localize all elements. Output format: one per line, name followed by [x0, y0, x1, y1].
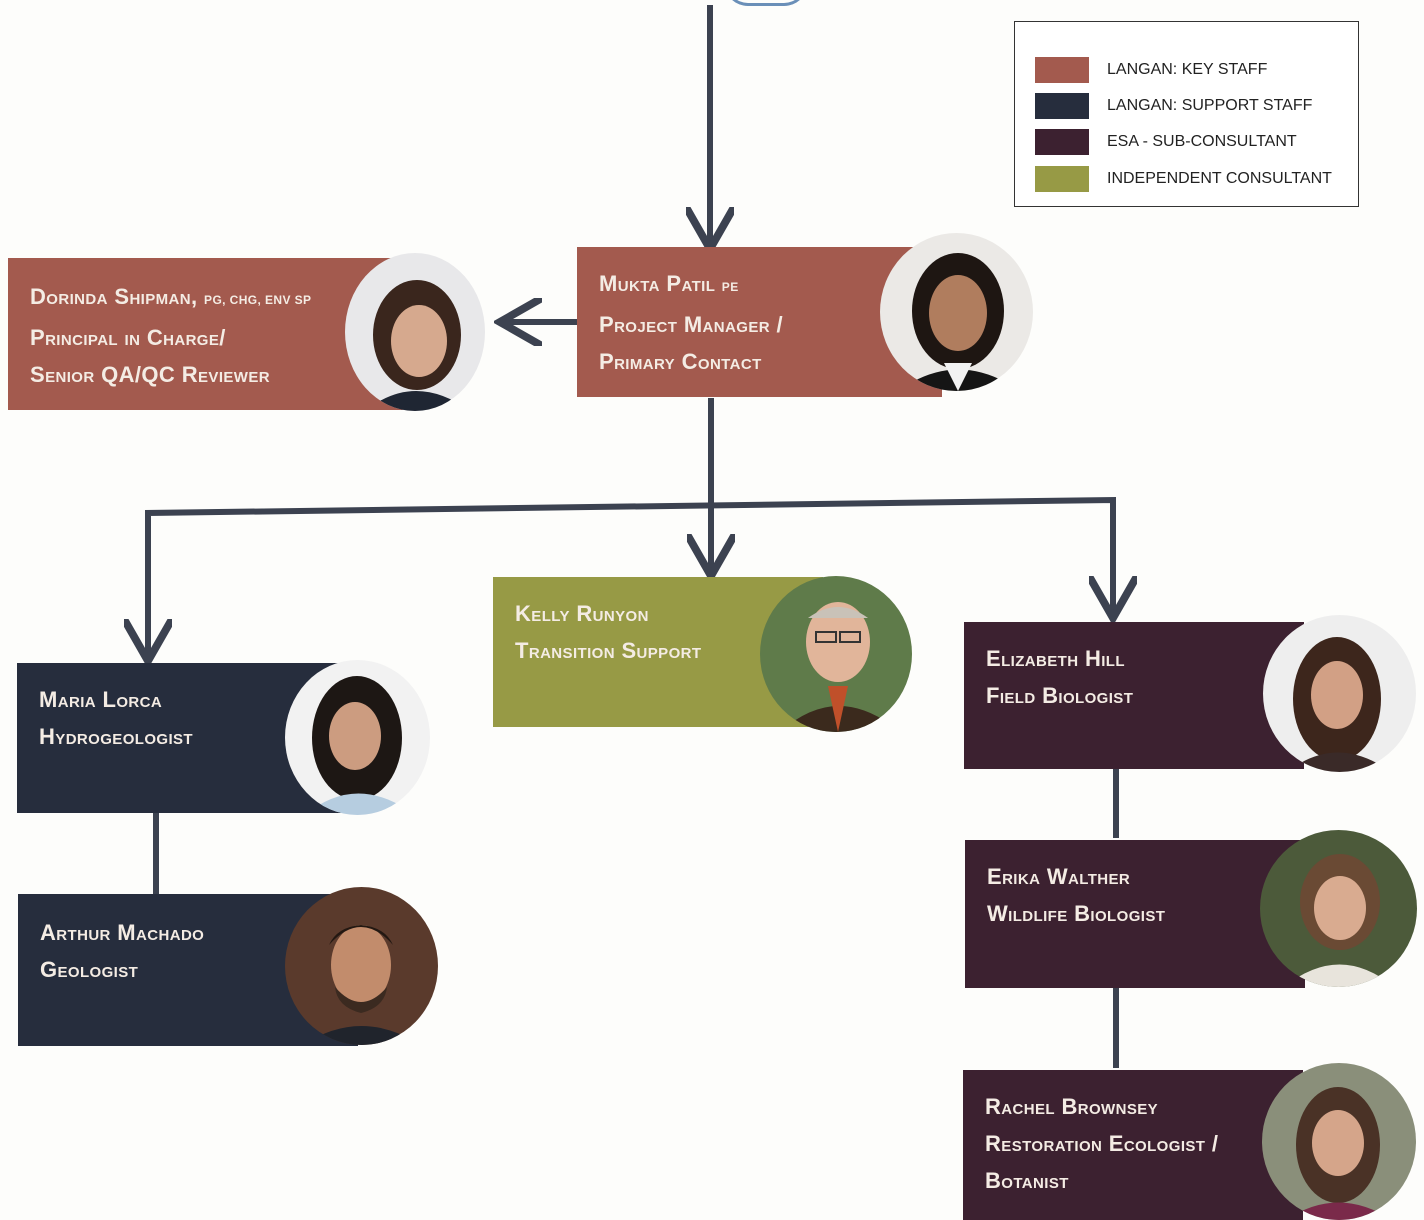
portrait-photo-runyon: [760, 576, 912, 732]
portrait-photo-shipman: [345, 253, 485, 411]
node-role: Restoration Ecologist /: [985, 1131, 1219, 1156]
node-name: Arthur Machado: [40, 920, 205, 945]
portrait-photo-brownsey: [1262, 1063, 1416, 1220]
legend-swatch: [1035, 129, 1089, 155]
node-role: Project Manager /: [599, 312, 783, 337]
legend-swatch: [1035, 166, 1089, 192]
node-role: Botanist: [985, 1168, 1069, 1193]
node-wildlife-biologist: Erika Walther Wildlife Biologist: [965, 840, 1305, 988]
node-role: Hydrogeologist: [39, 724, 193, 749]
legend: LANGAN: KEY STAFF LANGAN: SUPPORT STAFF …: [1014, 21, 1359, 207]
node-name: Kelly Runyon: [515, 601, 649, 626]
node-role: Wildlife Biologist: [987, 901, 1166, 926]
legend-label: ESA - SUB-CONSULTANT: [1107, 133, 1297, 150]
portrait-photo-machado: [285, 887, 438, 1045]
legend-item-esa: ESA - SUB-CONSULTANT: [1035, 128, 1297, 156]
legend-swatch: [1035, 93, 1089, 119]
portrait-photo-hill: [1263, 615, 1416, 772]
node-role: Principal in Charge/: [30, 325, 226, 350]
node-role: Senior QA/QC Reviewer: [30, 362, 270, 387]
legend-label: LANGAN: KEY STAFF: [1107, 61, 1268, 78]
node-role: Geologist: [40, 957, 139, 982]
node-name: Mukta Patil PE: [599, 271, 739, 296]
node-name: Rachel Brownsey: [985, 1094, 1159, 1119]
node-role: Primary Contact: [599, 349, 762, 374]
node-name: Dorinda Shipman, PG, CHG, ENV SP: [30, 284, 312, 309]
node-name: Erika Walther: [987, 864, 1131, 889]
node-name: Maria Lorca: [39, 687, 163, 712]
node-principal-in-charge: Dorinda Shipman, PG, CHG, ENV SP Princip…: [8, 258, 406, 410]
node-role: Field Biologist: [986, 683, 1134, 708]
legend-label: LANGAN: SUPPORT STAFF: [1107, 97, 1313, 114]
portrait-photo-lorca: [285, 660, 430, 815]
portrait-photo-walther: [1260, 830, 1417, 987]
node-name: Elizabeth Hill: [986, 646, 1125, 671]
node-role: Transition Support: [515, 638, 702, 663]
node-field-biologist: Elizabeth Hill Field Biologist: [964, 622, 1304, 769]
legend-swatch: [1035, 57, 1089, 83]
node-restoration-ecologist: Rachel Brownsey Restoration Ecologist / …: [963, 1070, 1303, 1220]
legend-item-support-staff: LANGAN: SUPPORT STAFF: [1035, 92, 1312, 120]
legend-item-independent: INDEPENDENT CONSULTANT: [1035, 165, 1332, 193]
portrait-photo-patil: [880, 233, 1033, 391]
legend-label: INDEPENDENT CONSULTANT: [1107, 170, 1332, 187]
connector-branch-bar: [145, 496, 1116, 655]
legend-item-key-staff: LANGAN: KEY STAFF: [1035, 56, 1267, 84]
